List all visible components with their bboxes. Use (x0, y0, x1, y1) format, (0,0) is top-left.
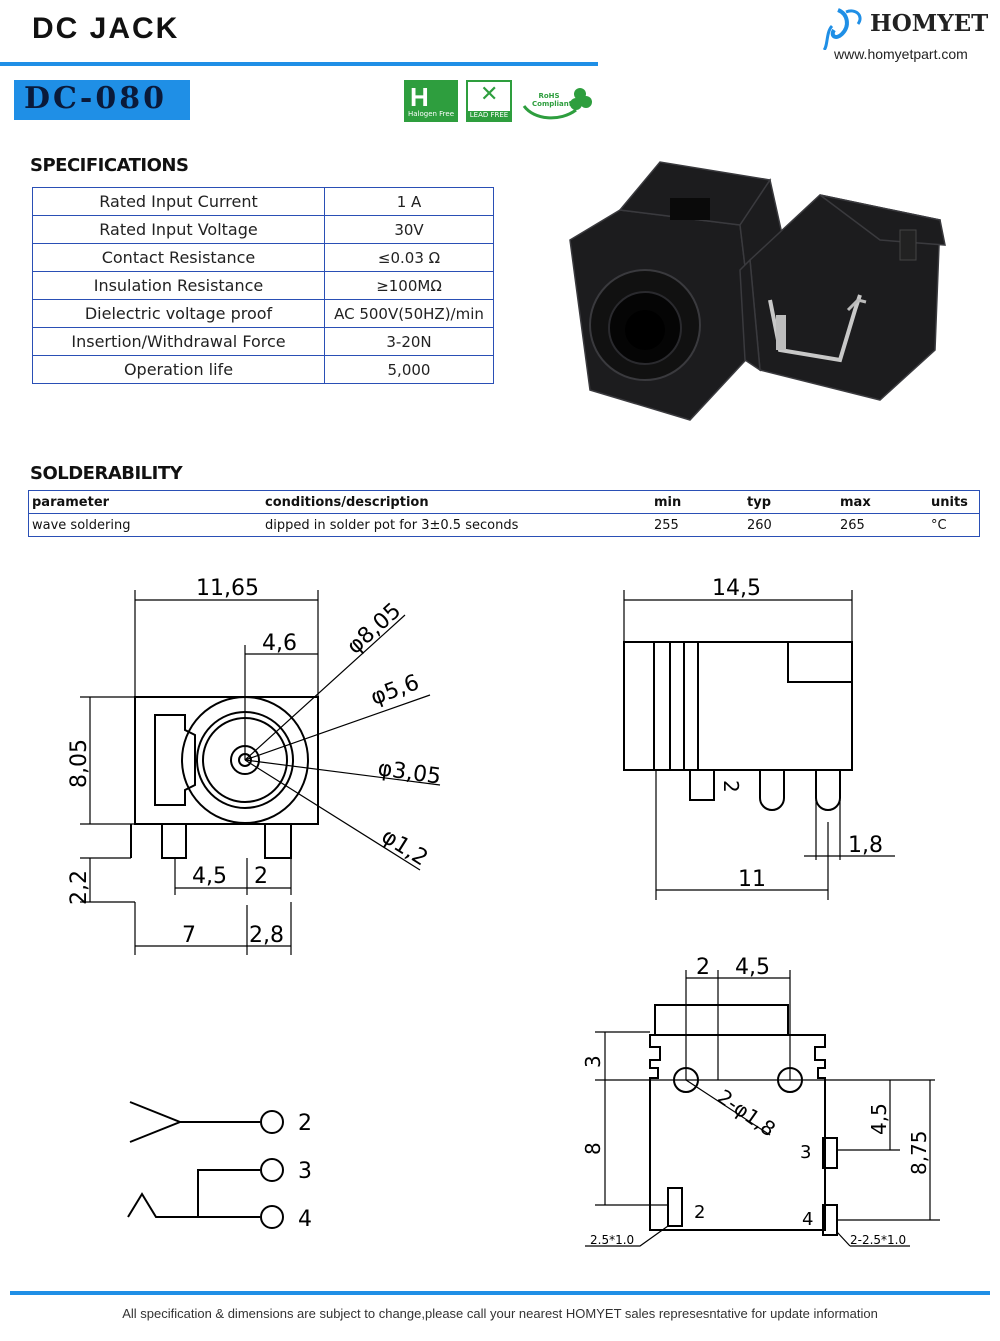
dim-text: 4,5 (867, 1103, 891, 1135)
spec-param: Operation life (32, 355, 325, 384)
spec-value: ≤0.03 Ω (324, 243, 494, 272)
lead-free-icon: ✕ LEAD FREE (466, 80, 512, 122)
solderability-heading: SOLDERABILITY (30, 463, 183, 484)
halogen-free-label: Halogen Free (407, 110, 455, 118)
dim-text: 2-2.5*1.0 (850, 1233, 906, 1247)
dim-text: 1,8 (848, 833, 883, 858)
spec-param: Insertion/Withdrawal Force (32, 327, 325, 356)
dim-text: 3 (581, 1055, 605, 1068)
schematic-diagram: 2 3 4 (127, 1101, 312, 1232)
rohs-label: RoHS Compliant (532, 92, 573, 108)
column-header: parameter (28, 490, 262, 514)
model-number: DC-080 (24, 81, 167, 116)
pin-label: 4 (802, 1209, 813, 1230)
table-cell: 260 (744, 513, 837, 537)
dim-text: 2 (696, 955, 710, 980)
dim-text: 2,8 (249, 923, 284, 948)
halogen-free-icon: H Halogen Free (404, 80, 458, 122)
column-header: max (837, 490, 928, 514)
dim-text: 4,6 (262, 631, 297, 656)
table-cell: 255 (651, 513, 744, 537)
solderability-table: parameter conditions/description min typ… (28, 490, 980, 537)
dim-text: 8,75 (907, 1130, 931, 1175)
dim-text: 4,5 (192, 864, 227, 889)
brand-name: HOMYET (870, 10, 989, 37)
column-header: typ (744, 490, 837, 514)
spec-value: 1 A (324, 187, 494, 216)
spec-param: Rated Input Current (32, 187, 325, 216)
side-view-drawing: 14,5 2 1,8 11 (623, 576, 895, 900)
column-header: min (651, 490, 744, 514)
dim-text: φ5,6 (368, 670, 423, 710)
spec-value: 5,000 (324, 355, 494, 384)
dim-text: φ3,05 (376, 756, 442, 790)
spec-value: AC 500V(50HZ)/min (324, 299, 494, 328)
table-cell: 265 (837, 513, 928, 537)
spec-param: Contact Resistance (32, 243, 325, 272)
dim-text: 11 (738, 867, 766, 892)
column-header: conditions/description (262, 490, 651, 514)
rohs-icon: RoHS Compliant (520, 80, 594, 122)
dim-text: 14,5 (712, 576, 761, 601)
dim-text: φ1,2 (377, 824, 432, 871)
dim-text: 8 (581, 1142, 605, 1155)
pin-label: 2 (298, 1111, 312, 1136)
spec-value: 3-20N (324, 327, 494, 356)
dim-text: 2 (254, 864, 268, 889)
table-row: wave soldering dipped in solder pot for … (28, 513, 980, 537)
table-row: Insulation Resistance≥100MΩ (32, 271, 494, 300)
dim-text: 2.5*1.0 (590, 1233, 634, 1247)
footer-note: All specification & dimensions are subje… (122, 1306, 878, 1321)
spec-value: 30V (324, 215, 494, 244)
table-header-row: parameter conditions/description min typ… (28, 490, 980, 514)
dim-text: 11,65 (196, 576, 259, 601)
brand-website: www.homyetpart.com (834, 46, 968, 62)
table-cell: °C (928, 513, 980, 537)
dim-text: 2-φ1,8 (713, 1084, 780, 1141)
table-cell: wave soldering (28, 513, 262, 537)
pcb-layout-drawing: 2 4,5 3 8 2-φ1,8 4,5 8,75 2 3 4 2.5*1.0 … (581, 955, 940, 1247)
lead-free-label: LEAD FREE (468, 111, 510, 120)
product-photo (569, 161, 946, 421)
pin-label: 2 (694, 1202, 705, 1223)
dim-text: 4,5 (735, 955, 770, 980)
table-row: Contact Resistance≤0.03 Ω (32, 243, 494, 272)
dim-text: 8,05 (67, 739, 92, 788)
header-divider (0, 62, 598, 66)
footer-divider (10, 1291, 990, 1295)
pin-label: 3 (800, 1142, 811, 1163)
dim-text: 7 (182, 923, 196, 948)
spec-param: Dielectric voltage proof (32, 299, 325, 328)
spec-value: ≥100MΩ (324, 271, 494, 300)
column-header: units (928, 490, 980, 514)
model-badge: DC-080 (14, 80, 190, 120)
front-view-drawing: 11,65 4,6 8,05 2,2 4,5 2 7 2,8 φ8,05 φ5,… (67, 576, 443, 955)
brand-logo-icon (822, 8, 862, 50)
page-title: DC JACK (32, 12, 180, 45)
pin-label: 4 (298, 1207, 312, 1232)
pin-label: 3 (298, 1159, 312, 1184)
spec-param: Insulation Resistance (32, 271, 325, 300)
dim-text: 2 (719, 780, 743, 793)
dim-text: φ8,05 (342, 598, 406, 659)
dim-text: 2,2 (67, 870, 92, 905)
table-cell: dipped in solder pot for 3±0.5 seconds (262, 513, 651, 537)
specifications-heading: SPECIFICATIONS (30, 155, 189, 176)
spec-param: Rated Input Voltage (32, 215, 325, 244)
